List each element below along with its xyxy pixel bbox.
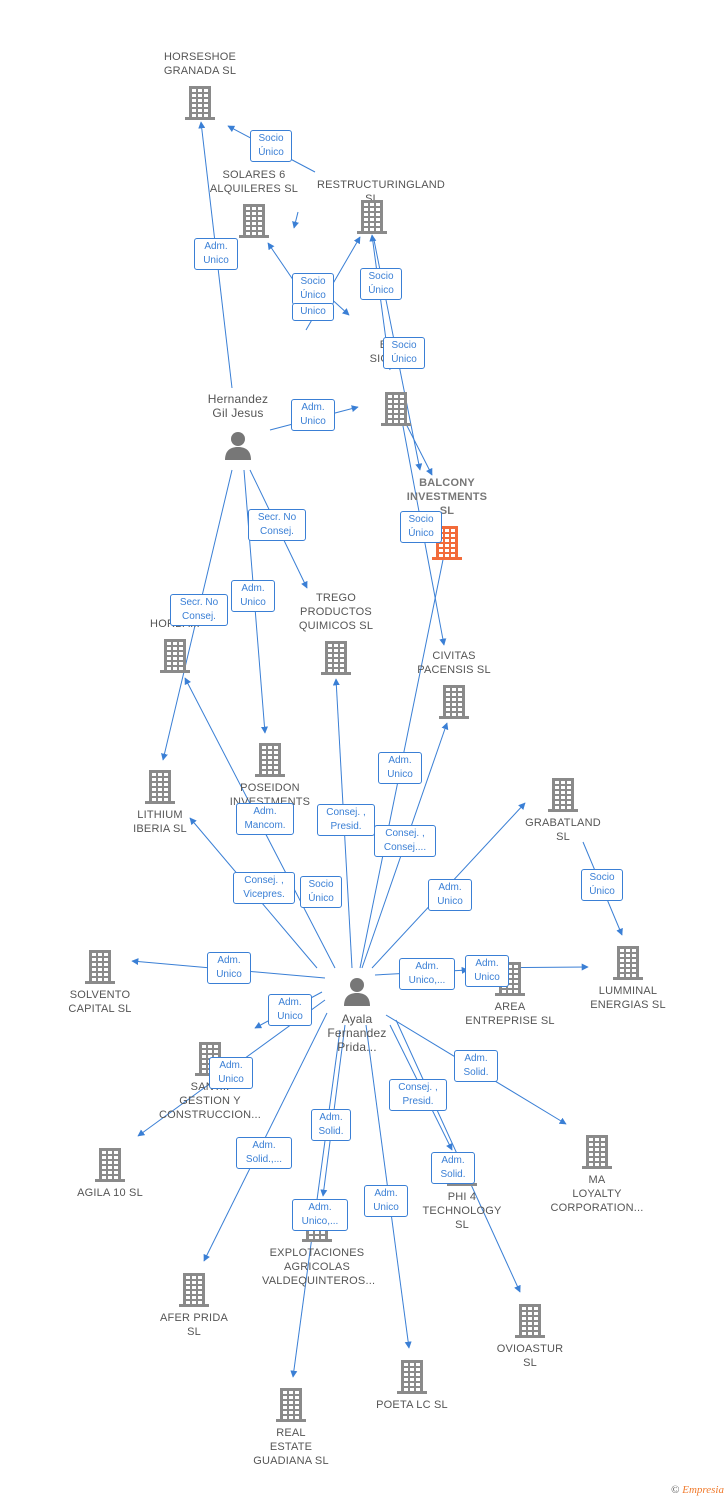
relation-edge — [292, 211, 299, 229]
relation-label[interactable]: Unico — [292, 303, 334, 321]
building-icon — [93, 1146, 127, 1182]
company-node-solares[interactable]: SOLARES 6 ALQUILERES SL — [199, 168, 309, 238]
company-node-afer[interactable]: AFER PRIDA SL — [139, 1271, 249, 1339]
relation-label[interactable]: Adm. Unico — [194, 238, 238, 270]
building-icon — [395, 1358, 429, 1394]
relation-label[interactable]: Socio Único — [581, 869, 623, 901]
company-node-lumminal[interactable]: LUMMINAL ENERGIAS SL — [573, 944, 683, 1012]
relation-label[interactable]: Adm. Unico,... — [292, 1199, 348, 1231]
company-name: SANT... GESTION Y CONSTRUCCION... — [159, 1081, 261, 1121]
company-name: AREA ENTREPRISE SL — [465, 1001, 555, 1027]
company-name: SOLARES 6 ALQUILERES SL — [209, 169, 299, 195]
building-icon — [274, 1386, 308, 1422]
relation-label[interactable]: Socio Único — [400, 511, 442, 543]
building-icon — [177, 1271, 211, 1307]
relation-label[interactable]: Adm. Unico — [268, 994, 312, 1026]
company-name: LITHIUM IBERIA SL — [133, 809, 187, 835]
relation-label[interactable]: Consej. , Presid. — [389, 1079, 447, 1111]
building-icon — [143, 768, 177, 804]
building-icon — [83, 948, 117, 984]
company-node-horseshoe[interactable]: HORSESHOE GRANADA SL — [145, 50, 255, 120]
company-node-solvento[interactable]: SOLVENTO CAPITAL SL — [45, 948, 155, 1016]
relation-label[interactable]: Adm. Unico — [231, 580, 275, 612]
relation-label[interactable]: Adm. Unico — [465, 955, 509, 987]
company-name: HORSESHOE GRANADA SL — [163, 51, 237, 77]
building-icon — [183, 84, 217, 120]
company-name: OVIOASTUR SL — [496, 1343, 564, 1369]
building-icon — [379, 390, 413, 426]
company-node-lithium[interactable]: LITHIUM IBERIA SL — [105, 768, 215, 836]
person-icon — [342, 976, 372, 1006]
building-icon — [319, 639, 353, 675]
company-node-realestate[interactable]: REAL ESTATE GUADIANA SL — [236, 1386, 346, 1468]
relation-label[interactable]: Adm. Unico — [378, 752, 422, 784]
relation-label[interactable]: Adm. Unico — [364, 1185, 408, 1217]
relation-label[interactable]: Adm. Unico,... — [399, 958, 455, 990]
relation-label[interactable]: Socio Único — [250, 130, 292, 162]
relation-label[interactable]: Socio Único — [383, 337, 425, 369]
company-node-trego[interactable]: TREGO PRODUCTOS QUIMICOS SL — [281, 591, 391, 675]
company-name: AFER PRIDA SL — [159, 1312, 228, 1338]
relation-label[interactable]: Secr. No Consej. — [170, 594, 228, 626]
relation-label[interactable]: Consej. , Presid. — [317, 804, 375, 836]
building-icon — [237, 202, 271, 238]
company-node-grabatland[interactable]: GRABATLAND SL — [508, 776, 618, 844]
company-name: AGILA 10 SL — [77, 1187, 143, 1199]
building-icon — [437, 683, 471, 719]
company-name: EXPLOTACIONES AGRICOLAS VALDEQUINTEROS..… — [262, 1247, 376, 1287]
relation-label[interactable]: Adm. Solid. — [311, 1109, 351, 1141]
company-name: REAL ESTATE GUADIANA SL — [253, 1427, 329, 1467]
relation-label[interactable]: Adm. Unico — [428, 879, 472, 911]
relation-label[interactable]: Adm. Unico — [207, 952, 251, 984]
relation-label[interactable]: Socio Único — [360, 268, 402, 300]
building-icon — [355, 198, 389, 234]
relation-label[interactable]: Consej. , Vicepres. — [233, 872, 295, 904]
relation-label[interactable]: Adm. Mancom. — [236, 803, 294, 835]
person-icon — [223, 430, 253, 460]
company-name: TREGO PRODUCTOS QUIMICOS SL — [298, 592, 374, 632]
person-node-ayala[interactable]: Ayala Fernandez Prida... — [302, 976, 412, 1054]
person-name: Ayala Fernandez Prida... — [327, 1012, 387, 1054]
company-name: MA LOYALTY CORPORATION... — [550, 1174, 644, 1214]
company-name: LUMMINAL ENERGIAS SL — [590, 985, 666, 1011]
relation-label[interactable]: Adm. Solid. — [454, 1050, 498, 1082]
relation-label[interactable]: Socio Único — [300, 876, 342, 908]
company-node-agila[interactable]: AGILA 10 SL — [55, 1146, 165, 1200]
company-name: CIVITAS PACENSIS SL — [417, 650, 491, 676]
footer: © Empresia — [671, 1484, 724, 1496]
building-icon — [513, 1302, 547, 1338]
company-name: GRABATLAND SL — [525, 817, 601, 843]
building-icon — [611, 944, 645, 980]
company-name: BALCONY INVESTMENTS SL — [406, 477, 488, 517]
relation-label[interactable]: Secr. No Consej. — [248, 509, 306, 541]
company-node-ovioastur[interactable]: OVIOASTUR SL — [475, 1302, 585, 1370]
relation-label[interactable]: Adm. Unico — [291, 399, 335, 431]
company-name: POETA LC SL — [376, 1399, 448, 1411]
relation-label[interactable]: Adm. Unico — [209, 1057, 253, 1089]
empresia-logo[interactable]: Empresia — [682, 1484, 724, 1496]
company-node-restructuring[interactable]: RESTRUCTURINGLAND SL — [317, 178, 445, 234]
building-icon — [580, 1133, 614, 1169]
relation-label[interactable]: Adm. Solid. — [431, 1152, 475, 1184]
building-icon — [546, 776, 580, 812]
company-node-ma[interactable]: MA LOYALTY CORPORATION... — [542, 1133, 652, 1215]
person-node-hernandez[interactable]: Hernandez Gil Jesus — [183, 392, 293, 460]
company-node-poeta[interactable]: POETA LC SL — [357, 1358, 467, 1412]
building-icon — [253, 741, 287, 777]
relation-label[interactable]: Socio Único — [292, 273, 334, 305]
person-name: Hernandez Gil Jesus — [207, 392, 269, 420]
company-name: SOLVENTO CAPITAL SL — [68, 989, 132, 1015]
company-node-santa[interactable]: SANT... GESTION Y CONSTRUCCION... — [155, 1040, 265, 1122]
copyright-symbol: © — [671, 1484, 680, 1496]
relation-label[interactable]: Consej. , Consej.... — [374, 825, 436, 857]
company-node-civitas[interactable]: CIVITAS PACENSIS SL — [399, 649, 509, 719]
company-node-balcony[interactable]: BALCONY INVESTMENTS SL — [392, 476, 502, 560]
company-name: PHI 4 TECHNOLOGY SL — [422, 1191, 502, 1231]
relation-label[interactable]: Adm. Solid.,... — [236, 1137, 292, 1169]
building-icon — [158, 637, 192, 673]
